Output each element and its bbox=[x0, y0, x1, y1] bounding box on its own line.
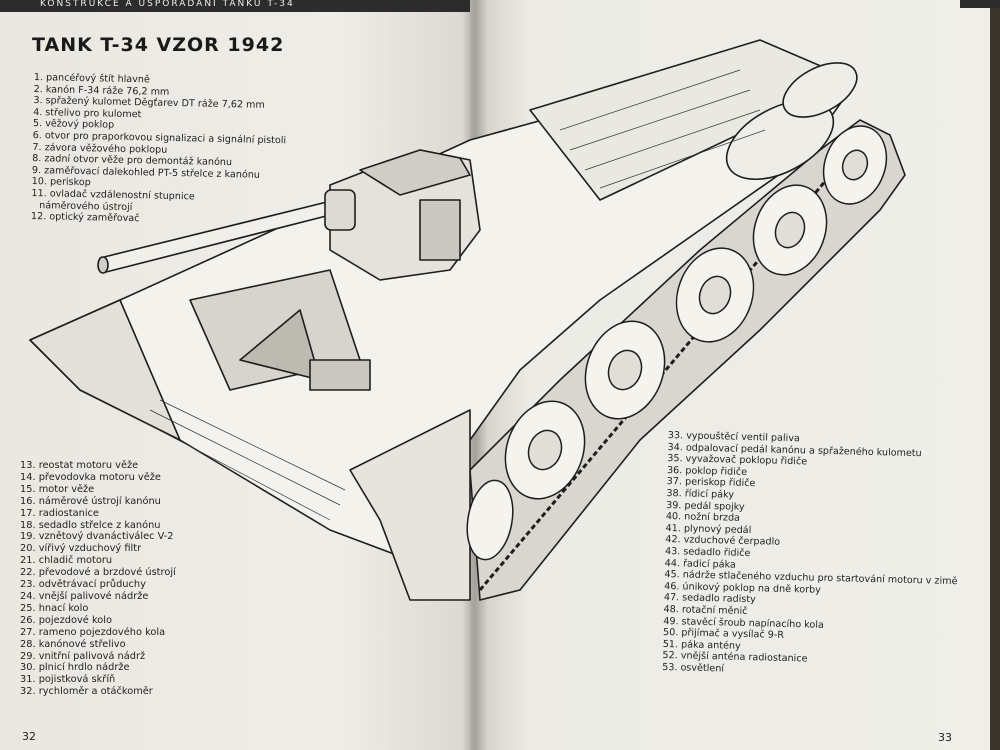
page-number-left: 32 bbox=[22, 730, 36, 743]
page-number-right: 33 bbox=[938, 731, 952, 744]
legend-item: 24. vnější palivové nádrže bbox=[20, 590, 149, 602]
legend-item: 32. rychloměr a otáčkoměr bbox=[20, 686, 153, 698]
legend-item: 16. náměrové ústrojí kanónu bbox=[20, 495, 161, 507]
legend-item: 13. reostat motoru věže bbox=[20, 460, 139, 471]
legend-item: 23. odvětrávací průduchy bbox=[20, 579, 146, 591]
legend-item: 14. převodovka motoru věže bbox=[20, 471, 161, 483]
legend-item: 19. vznětový dvanáctiválec V-2 bbox=[20, 531, 174, 543]
legend-item: 22. převodové a brzdové ústrojí bbox=[20, 567, 176, 579]
legend-item: 15. motor věže bbox=[20, 483, 95, 495]
legend-item: 27. rameno pojezdového kola bbox=[20, 626, 166, 638]
legend-item: 18. sedadlo střelce z kanónu bbox=[20, 519, 161, 531]
idler-wheel bbox=[466, 479, 514, 561]
glacis-plate bbox=[29, 299, 181, 441]
legend-item: 28. kanónové střelivo bbox=[20, 638, 126, 650]
fuel-drum bbox=[725, 99, 835, 181]
legend-list-1: 1. pancéřový štít hlavně 2. kanón F-34 r… bbox=[31, 72, 288, 228]
legend-item: 21. chladič motoru bbox=[20, 555, 113, 567]
legend-list-2: 13. reostat motoru věže 14. převodovka m… bbox=[20, 460, 176, 698]
page-title: TANK T-34 VZOR 1942 bbox=[32, 34, 285, 56]
legend-item: 29. vnitřní palivová nádrž bbox=[20, 650, 146, 662]
legend-item: 30. plnicí hrdlo nádrže bbox=[20, 662, 130, 674]
legend-list-3: 33. vypouštěcí ventil paliva 34. odpalov… bbox=[662, 430, 961, 681]
legend-item: 31. pojistková skříň bbox=[20, 674, 116, 686]
legend-item: 20. vířivý vzduchový filtr bbox=[20, 543, 142, 555]
header-strip: KONSTRUKCE A USPOŘÁDÁNÍ TANKU T-34 bbox=[0, 0, 470, 12]
running-head: KONSTRUKCE A USPOŘÁDÁNÍ TANKU T-34 bbox=[40, 0, 295, 9]
legend-item: 17. radiostanice bbox=[20, 507, 99, 519]
legend-item: 26. pojezdové kolo bbox=[20, 614, 112, 626]
header-strip-right bbox=[960, 0, 1000, 8]
legend-item: 25. hnací kolo bbox=[20, 602, 89, 614]
